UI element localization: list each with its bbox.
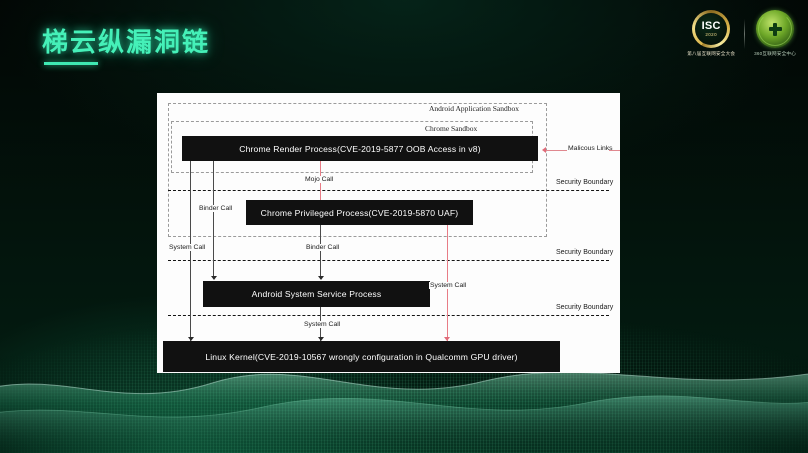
security-boundary-3 <box>168 315 609 316</box>
wreath-icon <box>758 12 793 46</box>
malicious-links-arrow <box>542 147 546 153</box>
isc-ring-icon: ISC 2020 <box>692 10 731 48</box>
edge-line-binder-call-mid <box>320 224 321 279</box>
qihoo-caption: 360互联网安全中心 <box>754 51 796 56</box>
node-label-android-system-service-process: Android System Service Process <box>251 289 382 299</box>
edge-arrow-system-call-red <box>444 337 451 341</box>
node-android-system-service-process[interactable]: Android System Service Process <box>203 281 430 307</box>
node-linux-kernel[interactable]: Linux Kernel(CVE-2019-10567 wrongly conf… <box>163 341 560 372</box>
malicious-links-label: Malicous Links <box>568 145 613 152</box>
edge-arrow-binder-call-left <box>210 276 217 280</box>
edge-arrow-system-call-left <box>187 337 194 341</box>
security-boundary-label-3: Security Boundary <box>556 304 614 311</box>
edge-label-system-call-red: System Call <box>429 282 468 289</box>
node-label-chrome-privileged-process: Chrome Privileged Process(CVE-2019-5870 … <box>260 207 459 218</box>
security-boundary-label-1: Security Boundary <box>556 179 614 186</box>
title-underline <box>44 62 98 65</box>
edge-label-binder-call-left: Binder Call <box>198 205 234 212</box>
node-chrome-privileged-process[interactable]: Chrome Privileged Process(CVE-2019-5870 … <box>246 200 473 225</box>
edge-label-system-call-mid: System Call <box>303 321 342 328</box>
zone-label-android-application-sandbox: Android Application Sandbox <box>429 104 519 113</box>
brand-logos: ISC 2020 第八届互联网安全大会 360互联网安全中心 <box>687 10 796 57</box>
node-chrome-render-process[interactable]: Chrome Render Process(CVE-2019-5877 OOB … <box>182 136 538 161</box>
logo-divider <box>744 18 746 49</box>
edge-line-system-call-left <box>190 161 191 341</box>
node-label-linux-kernel: Linux Kernel(CVE-2019-10567 wrongly conf… <box>205 351 518 362</box>
isc-year: 2020 <box>705 31 717 37</box>
vulnerability-chain-diagram: Android Application Sandbox Chrome Sandb… <box>157 93 620 373</box>
isc-logo: ISC 2020 第八届互联网安全大会 <box>687 10 735 57</box>
edge-arrow-system-call-mid <box>317 337 324 341</box>
edge-label-mojo-call: Mojo Call <box>304 176 335 183</box>
security-boundary-2 <box>168 260 609 261</box>
malicious-links-connector-right <box>609 150 620 151</box>
malicious-links-connector-left <box>545 150 567 151</box>
isc-mark: ISC <box>701 19 721 32</box>
qihoo-logo: 360互联网安全中心 <box>754 10 796 57</box>
shield-icon <box>756 10 795 48</box>
edge-line-mojo-call <box>320 161 322 220</box>
edge-line-binder-call-left <box>213 161 214 279</box>
edge-label-binder-call-mid: Binder Call <box>305 244 341 251</box>
page-title: 梯云纵漏洞链 <box>42 27 211 57</box>
node-label-chrome-render-process: Chrome Render Process(CVE-2019-5877 OOB … <box>239 143 481 154</box>
zone-android-application-sandbox <box>168 103 547 237</box>
cross-icon <box>768 22 782 36</box>
edge-arrow-binder-call-mid <box>317 276 324 280</box>
security-boundary-1 <box>168 190 609 191</box>
security-boundary-label-2: Security Boundary <box>556 249 614 256</box>
zone-label-chrome-sandbox: Chrome Sandbox <box>425 124 478 133</box>
isc-caption: 第八届互联网安全大会 <box>687 51 736 56</box>
edge-label-system-call-left: System Call <box>168 244 207 251</box>
